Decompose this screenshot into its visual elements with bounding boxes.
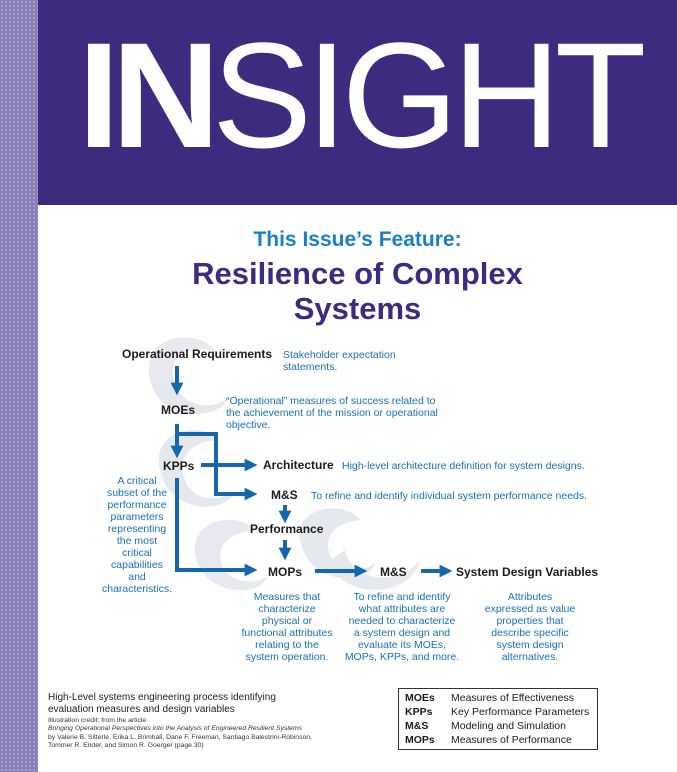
- desc-line: MOPs, KPPs, and more.: [344, 651, 460, 663]
- desc-line: and: [128, 571, 146, 583]
- insight-logo: INSIGHT: [78, 20, 646, 170]
- kpps-label: KPPs: [163, 459, 195, 473]
- desc-line: Measures that: [253, 591, 321, 603]
- caption-line: evaluation measures and design variables: [48, 703, 235, 715]
- system-design-variables-desc: Attributes expressed as value properties…: [470, 591, 590, 663]
- illustration-credit: Illustration credit: from the article Br…: [48, 717, 378, 751]
- legend-row: KPPs Key Performance Parameters: [405, 705, 591, 719]
- feature-kicker: This Issue’s Feature:: [253, 228, 462, 251]
- architecture-desc: High-level architecture definition for s…: [342, 460, 585, 472]
- legend-text: Key Performance Parameters: [451, 706, 590, 718]
- logo-bold: IN: [78, 11, 220, 179]
- decorative-sidebar: [0, 0, 38, 772]
- desc-line: performance: [107, 499, 167, 511]
- legend-row: MOEs Measures of Effectiveness: [405, 691, 591, 705]
- desc-line: needed to characterize: [348, 615, 456, 627]
- credit-line: Illustration credit: from the article: [48, 717, 147, 724]
- desc-line: system operation.: [245, 651, 329, 663]
- desc-line: parameters: [110, 511, 164, 523]
- desc-line: subset of the: [106, 487, 168, 499]
- masthead: INSIGHT: [38, 0, 677, 205]
- legend-row: MOPs Measures of Performance: [405, 733, 591, 747]
- desc-line: system design: [496, 639, 564, 651]
- ms-bottom-label: M&S: [380, 565, 407, 579]
- desc-line: To refine and identify: [353, 591, 451, 603]
- kpps-desc: A critical subset of the performance par…: [98, 475, 176, 595]
- desc-line: objective.: [226, 419, 271, 431]
- moes-label: MOEs: [161, 403, 196, 417]
- logo-thin: SIGHT: [212, 11, 646, 179]
- desc-line: “Operational” measures of success relate…: [226, 395, 436, 407]
- ms-top-label: M&S: [271, 488, 298, 502]
- desc-line: statements.: [283, 361, 338, 373]
- credit-line: Tommer R. Ender, and Simon R. Goerger (p…: [48, 742, 204, 750]
- legend-text: Measures of Effectiveness: [451, 692, 574, 704]
- feature-title-line: Resilience of Complex: [192, 256, 523, 291]
- desc-line: functional attributes: [241, 627, 333, 639]
- desc-line: critical: [122, 547, 152, 559]
- desc-line: describe specific: [491, 627, 569, 639]
- operational-requirements-desc: Stakeholder expectation statements.: [283, 349, 396, 373]
- desc-line: relating to the: [255, 639, 319, 651]
- desc-line: Stakeholder expectation: [283, 349, 396, 361]
- moes-desc: “Operational” measures of success relate…: [226, 395, 438, 431]
- desc-line: characteristics.: [101, 583, 173, 595]
- operational-requirements-label: Operational Requirements: [122, 347, 273, 361]
- figure-caption: High-Level systems engineering process i…: [48, 692, 368, 715]
- feature-title: Resilience of Complex Systems: [38, 256, 677, 326]
- legend-abbr: MOPs: [405, 734, 435, 746]
- abbreviation-legend: MOEs Measures of Effectiveness KPPs Key Pe…: [398, 688, 598, 750]
- ms-bottom-desc: To refine and identify what attributes a…: [342, 591, 462, 663]
- system-design-variables-label: System Design Variables: [456, 565, 599, 579]
- desc-line: A critical: [117, 475, 157, 487]
- performance-label: Performance: [250, 522, 324, 536]
- legend-row: M&S Modeling and Simulation: [405, 719, 591, 733]
- feature-title-line: Systems: [293, 291, 422, 326]
- architecture-label: Architecture: [263, 458, 334, 472]
- desc-line: characterize: [258, 603, 316, 615]
- credit-line: by Valerie B. Sitterle, Erika L. Brimhal…: [48, 733, 312, 741]
- mops-desc: Measures that characterize physical or f…: [232, 591, 342, 663]
- desc-line: evaluate its MOEs,: [357, 639, 447, 651]
- desc-line: physical or: [261, 615, 313, 627]
- desc-line: what attributes are: [358, 603, 446, 615]
- caption-line: High-Level systems engineering process i…: [48, 692, 276, 703]
- desc-line: alternatives.: [501, 651, 559, 663]
- desc-line: representing: [107, 523, 167, 535]
- desc-line: capabilities: [111, 559, 163, 571]
- legend-text: Measures of Performance: [451, 734, 572, 746]
- arrow-kpps-mops: [175, 478, 258, 577]
- desc-line: properties that: [496, 615, 564, 627]
- legend-abbr: KPPs: [405, 706, 433, 718]
- credit-line: Bringing Operational Perspectives into t…: [48, 725, 303, 733]
- ms-top-desc: To refine and identify individual system…: [311, 490, 588, 502]
- desc-line: the achievement of the mission or operat…: [226, 407, 438, 419]
- mops-label: MOPs: [268, 565, 303, 579]
- legend-abbr: MOEs: [405, 692, 435, 704]
- legend-text: Modeling and Simulation: [451, 720, 566, 732]
- desc-line: a system design and: [353, 627, 451, 639]
- desc-line: Attributes: [507, 591, 553, 603]
- legend-abbr: M&S: [405, 720, 429, 732]
- desc-line: the most: [116, 535, 158, 547]
- desc-line: expressed as value: [484, 603, 576, 615]
